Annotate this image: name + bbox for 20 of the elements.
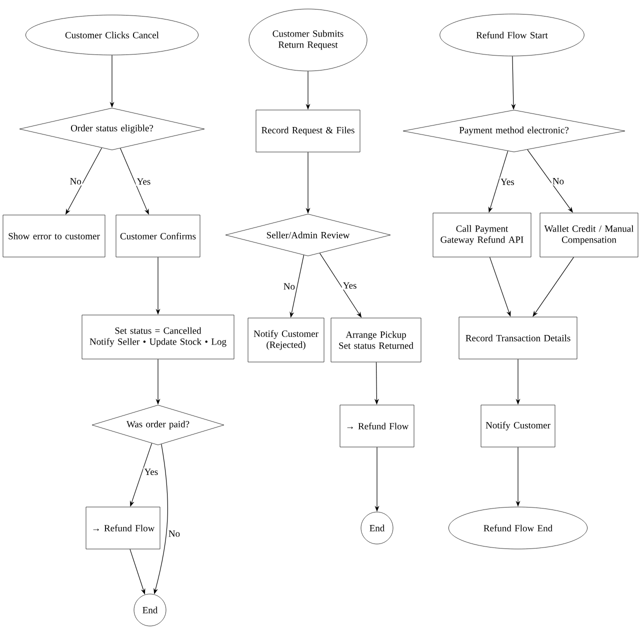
- edge-label: Yes: [136, 178, 150, 185]
- process-box: Notify Customer (Rejected): [248, 318, 324, 362]
- process-box: Wallet Credit / Manual Compensation: [540, 212, 638, 258]
- process-box: Record Transaction Details: [458, 316, 578, 360]
- process-box: → Refund Flow: [86, 506, 160, 550]
- edge-label: No: [552, 178, 564, 184]
- process-box: Set status = Cancelled Notify Seller • Update Stock • Log: [82, 314, 234, 360]
- edge-label: Yes: [500, 178, 514, 186]
- edge-label: Yes: [144, 468, 158, 476]
- edge-label: Yes: [343, 282, 356, 289]
- process-box: Show error to customer: [2, 214, 106, 258]
- process-box: Arrange Pickup Set status Returned: [330, 318, 422, 362]
- process-box: Customer Confirms: [116, 214, 200, 258]
- edge-label: No: [284, 283, 295, 290]
- edge-label: No: [70, 178, 82, 184]
- process-box: Record Request & Files: [256, 110, 360, 152]
- process-box: Call Payment Gateway Refund API: [432, 212, 532, 258]
- process-box: → Refund Flow: [340, 404, 414, 448]
- edge-label: No: [168, 530, 180, 537]
- process-box: Notify Customer: [480, 404, 556, 448]
